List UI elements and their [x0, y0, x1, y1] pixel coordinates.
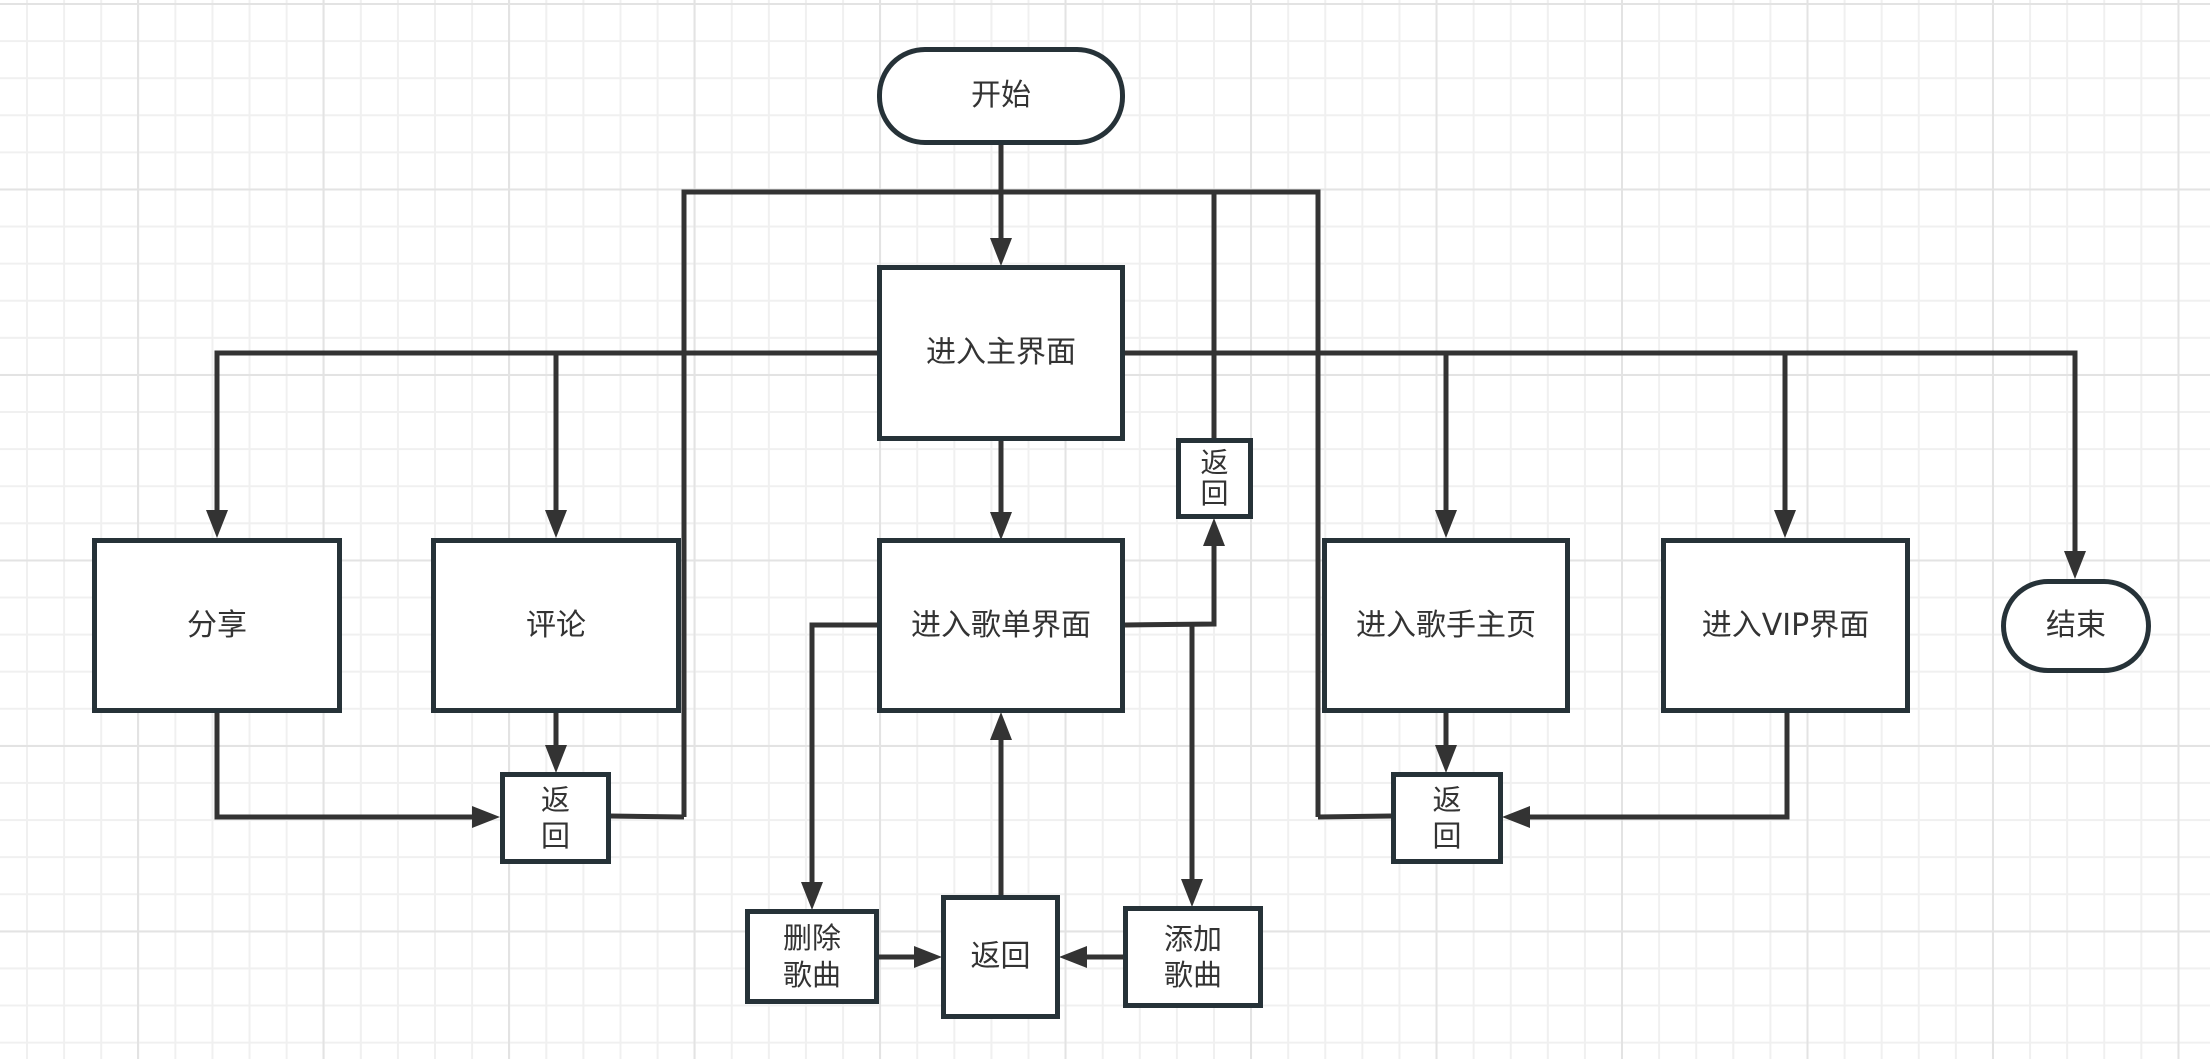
edge-playlist-to-return	[1124, 546, 1217, 628]
delete-song-node[interactable]: 删除 歌曲	[745, 909, 879, 1004]
delete-song-line-2: 歌曲	[782, 957, 841, 992]
singer-node[interactable]: 进入歌手主页	[1322, 538, 1570, 713]
end-node[interactable]: 结束	[2001, 579, 2151, 673]
arrowhead-icon	[990, 238, 1012, 266]
main-screen-node[interactable]: 进入主界面	[877, 265, 1125, 441]
start-node[interactable]: 开始	[877, 47, 1125, 145]
arrowhead-icon	[914, 946, 942, 968]
playlist-label: 进入歌单界面	[911, 607, 1091, 643]
add-song-line-2: 歌曲	[1163, 958, 1222, 992]
return-playlist-node[interactable]: 返 回	[1176, 438, 1253, 519]
arrowhead-icon	[2064, 551, 2086, 579]
return-songs-node[interactable]: 返回	[941, 895, 1060, 1019]
playlist-node[interactable]: 进入歌单界面	[877, 538, 1125, 713]
arrowhead-icon	[990, 712, 1012, 740]
return-social-node[interactable]: 返 回	[500, 772, 611, 864]
arrowhead-icon	[206, 510, 228, 538]
arrowhead-icon	[1181, 879, 1203, 907]
share-label: 分享	[187, 607, 247, 643]
vip-node[interactable]: 进入VIP界面	[1661, 538, 1910, 713]
edge-return-loop-top	[681, 189, 1321, 817]
add-song-node[interactable]: 添加 歌曲	[1123, 906, 1263, 1008]
arrowhead-icon	[1435, 510, 1457, 538]
return-artist-line-1: 返	[1432, 782, 1462, 817]
arrowhead-icon	[1059, 946, 1087, 968]
return-artist-node[interactable]: 返 回	[1391, 772, 1503, 864]
edge-return-to-loop-right	[1317, 813, 1392, 820]
return-social-line-2: 回	[540, 819, 570, 853]
edge-share-to-return	[214, 712, 472, 820]
add-song-line-1: 添加	[1163, 921, 1222, 956]
arrowhead-icon	[1774, 510, 1796, 538]
comment-label: 评论	[526, 607, 586, 643]
main-screen-label: 进入主界面	[926, 335, 1076, 371]
edge-return-to-loop-left	[609, 813, 685, 820]
arrowhead-icon	[1203, 518, 1225, 546]
return-songs-label: 返回	[970, 939, 1031, 975]
return-playlist-line-2: 回	[1200, 476, 1229, 510]
arrowhead-icon	[545, 510, 567, 538]
edge-main-branch-right	[1125, 350, 2078, 551]
return-artist-line-2: 回	[1432, 819, 1462, 853]
edge-vip-to-return	[1530, 712, 1790, 820]
edge-main-branch-left	[214, 350, 877, 510]
arrowhead-icon	[990, 512, 1012, 540]
vip-label: 进入VIP界面	[1701, 607, 1870, 643]
start-label: 开始	[971, 78, 1031, 114]
arrowhead-icon	[801, 882, 823, 910]
delete-song-line-1: 删除	[782, 921, 841, 956]
singer-label: 进入歌手主页	[1356, 607, 1536, 643]
comment-node[interactable]: 评论	[431, 538, 681, 713]
arrowhead-icon	[1502, 806, 1530, 828]
arrowhead-icon	[472, 806, 500, 828]
return-social-line-1: 返	[540, 782, 570, 817]
arrowhead-icon	[545, 745, 567, 773]
return-playlist-line-1: 返	[1200, 445, 1229, 479]
share-node[interactable]: 分享	[92, 538, 342, 713]
edge-playlist-to-delete	[809, 622, 877, 882]
end-label: 结束	[2046, 608, 2106, 644]
arrowhead-icon	[1435, 745, 1457, 773]
